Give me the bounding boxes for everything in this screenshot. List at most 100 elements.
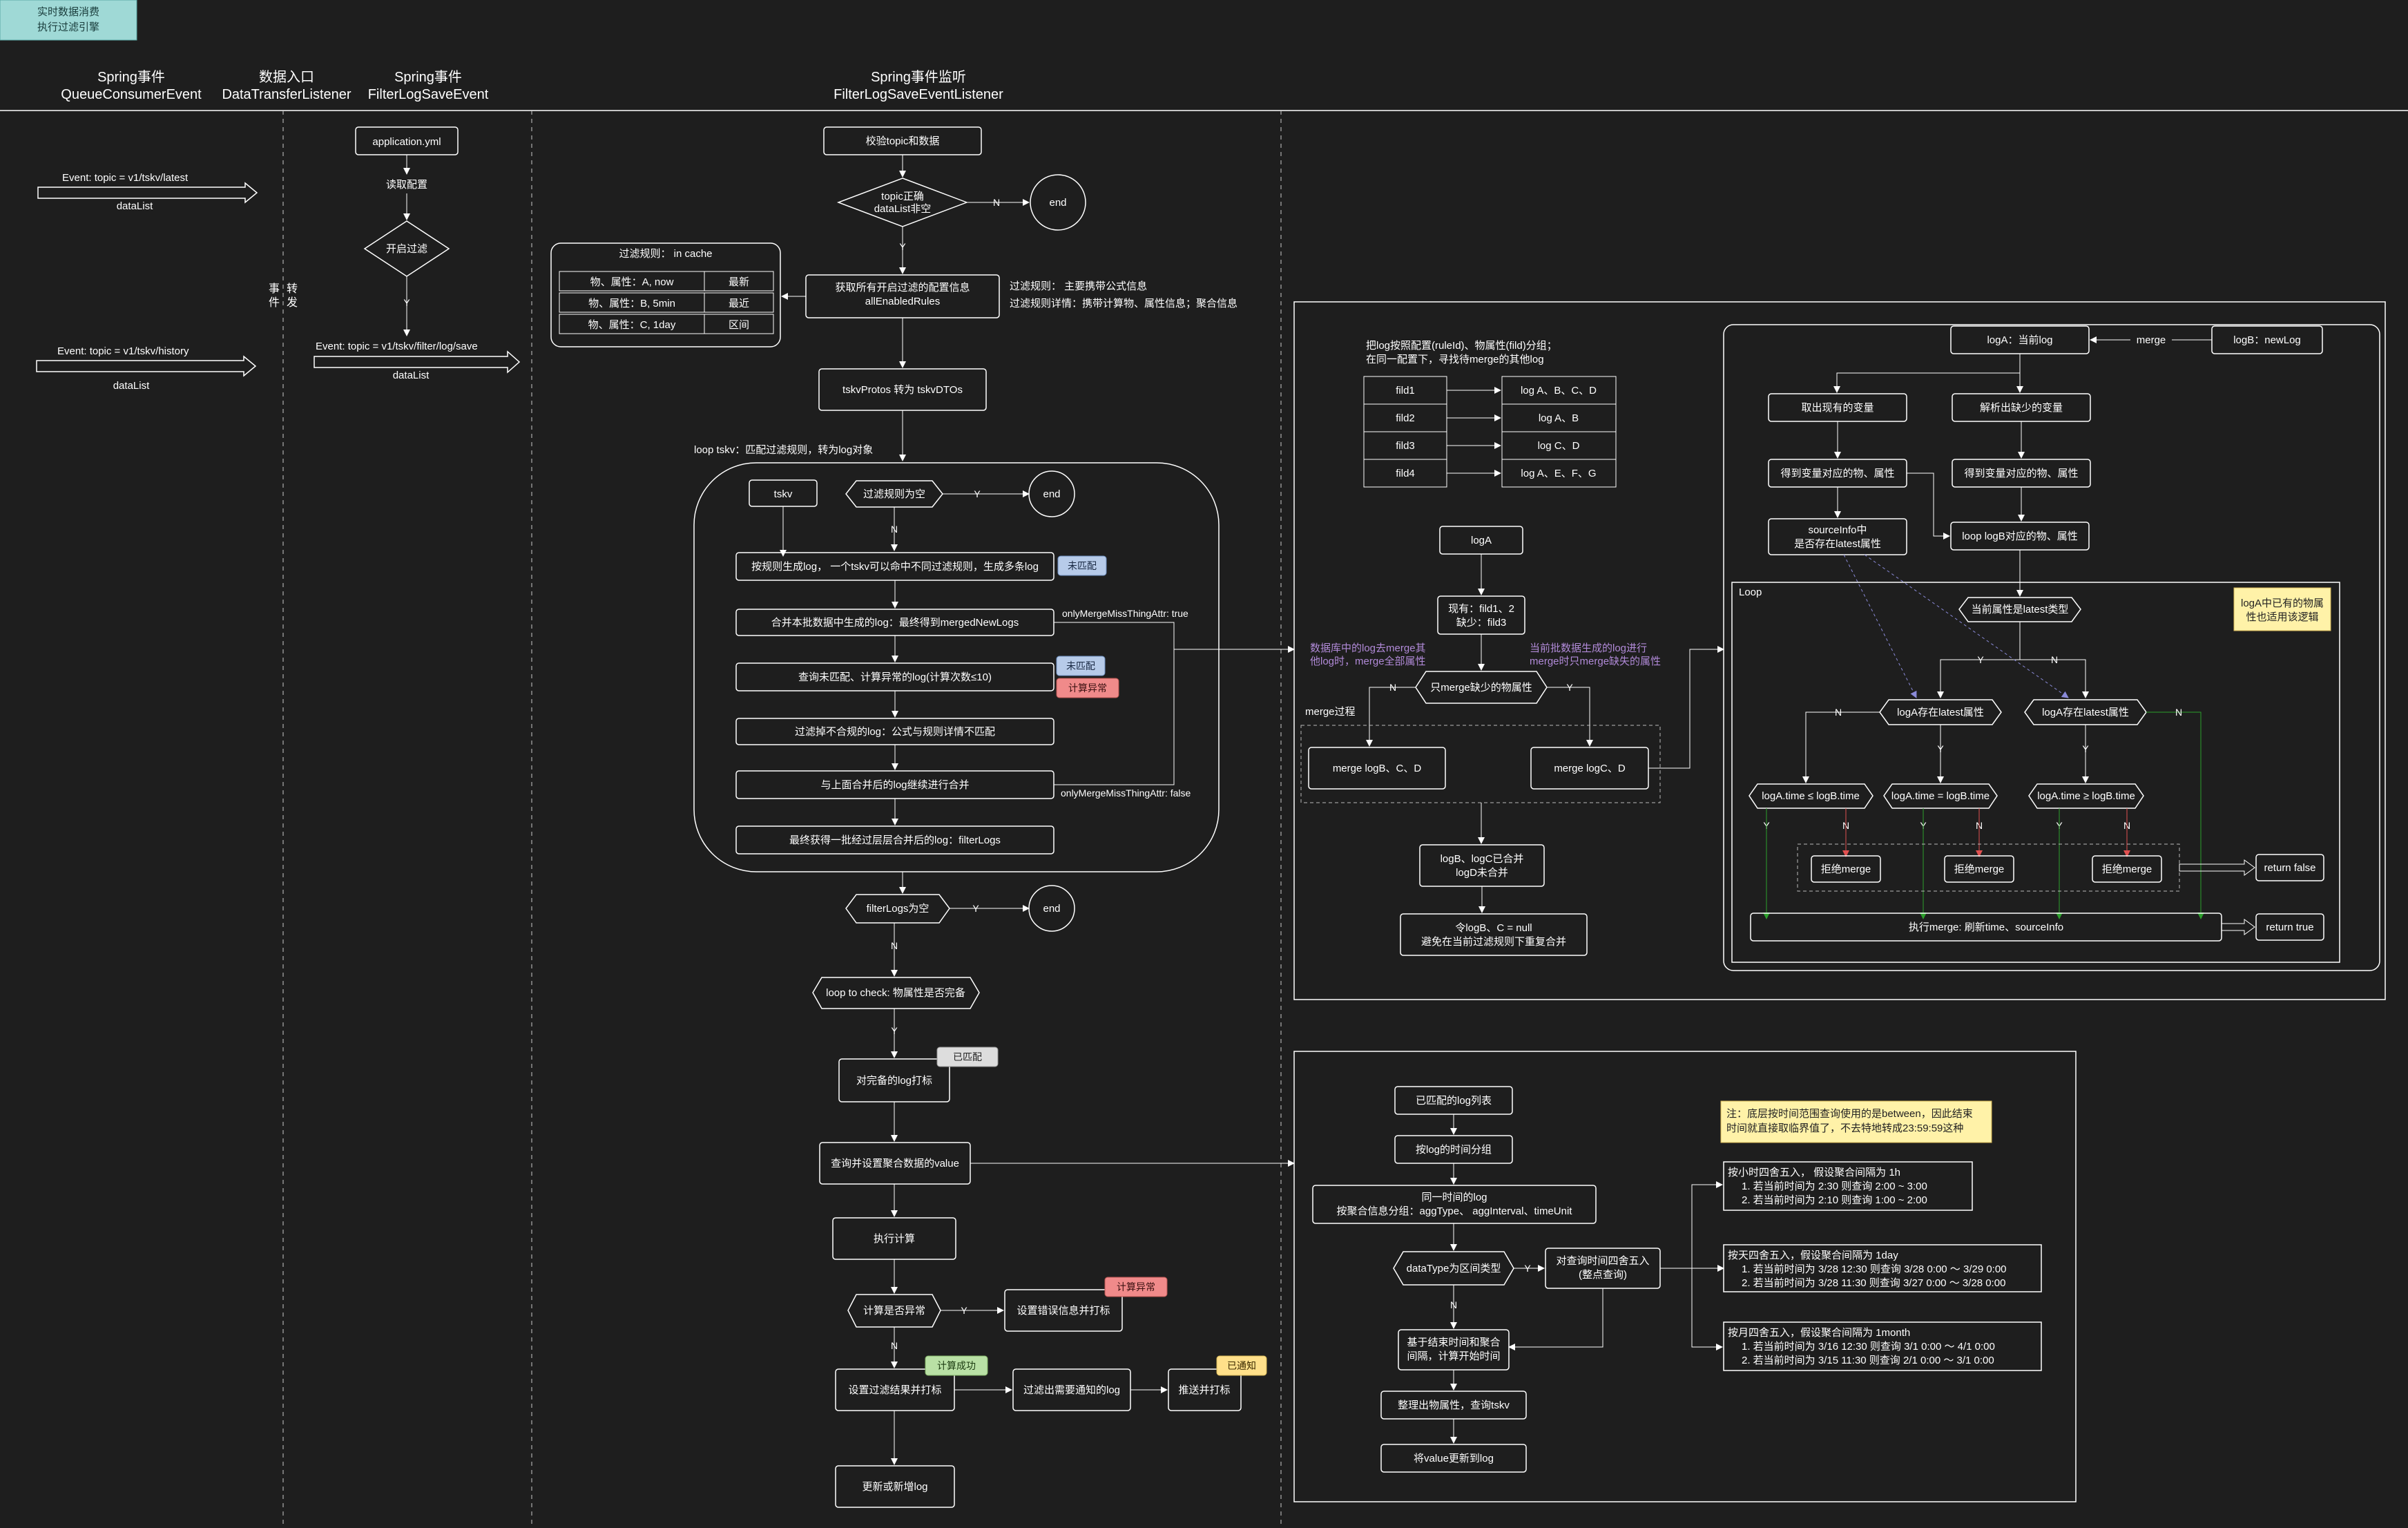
purple-note-left-2: 他log时，merge全部属性 [1310, 655, 1426, 667]
between-note-line1: 注：底层按时间范围查询使用的是between，因此结束 [1726, 1108, 1973, 1120]
loop-container [693, 462, 1220, 872]
read-config-label: 读取配置 [386, 179, 427, 191]
rule-empty-decision [845, 480, 943, 508]
calc-err-yes: Y [961, 1305, 967, 1316]
cur-latest-yes: Y [1977, 654, 1984, 665]
upsert-node [835, 1465, 955, 1508]
thing-attr-label: 得到变量对应的物、属性 [1964, 467, 2078, 479]
thing-attr-label: 得到变量对应的物、属性 [1780, 467, 1894, 479]
reject-label: 拒绝merge [1821, 863, 1871, 875]
topic-check-line2: dataList非空 [874, 203, 932, 215]
filter-empty-decision [845, 894, 950, 924]
group-title-1: 把log按照配置(ruleId)、物属性(fild)分组； [1366, 340, 1557, 352]
topic-check-yes: Y [899, 241, 906, 252]
sticky-line2: 性也适用该逻辑 [2246, 611, 2318, 623]
merge-bcd-node [1308, 747, 1446, 790]
cache-title: 过滤规则： in cache [619, 248, 712, 260]
set-err-node [1004, 1289, 1123, 1332]
event-arrow-latest [37, 182, 258, 204]
rule-empty-no: N [891, 524, 898, 535]
exist-line1: 现有：fild1、2 [1448, 603, 1514, 615]
forward-char-2: 件 [269, 296, 280, 309]
set-null-line2: 避免在当前过滤规则下重复合并 [1421, 935, 1566, 948]
query-unmatched-label: 查询未匹配、计算异常的log(计算次数≤10) [798, 671, 992, 683]
take-existing-label: 取出现有的变量 [1801, 402, 1874, 414]
header-col2-line2: DataTransferListener [222, 87, 351, 102]
round-hour-item: 1. 若当前时间为 2:30 则查询 2:00 ~ 3:00 [1742, 1181, 1927, 1192]
fild-logs: log A、B [1539, 412, 1579, 424]
gen-log-label: 按规则生成log， 一个tskv可以命中不同过滤规则，生成多条log [751, 560, 1039, 573]
filter-notify-label: 过滤出需要通知的log [1023, 1384, 1120, 1396]
convert-label: tskvProtos 转为 tskvDTOs [842, 384, 963, 396]
corner-note-line2: 执行过滤引擎 [37, 21, 99, 33]
mark-complete-label: 对完备的log打标 [856, 1075, 932, 1087]
rule-note-2: 过滤规则详情：携带计算物、属性信息；聚合信息 [1010, 297, 1237, 309]
attr-false-label: onlyMergeMissThingAttr: false [1061, 787, 1191, 799]
set-err-label: 设置错误信息并打标 [1017, 1305, 1110, 1317]
final-logs-label: 最终获得一批经过层层合并后的log：filterLogs [789, 834, 1001, 846]
source-info-line2: 是否存在latest属性 [1794, 538, 1881, 550]
parse-missing-label: 解析出缺少的变量 [1980, 402, 2063, 414]
round-day-item: 2. 若当前时间为 3/28 11:30 则查询 3/27 0:00 ～ 3/2… [1742, 1277, 2005, 1289]
svg-text:最近: 最近 [729, 298, 749, 309]
loop-logB-label: loop logB对应的物、属性 [1962, 530, 2078, 542]
only-merge-label: 只merge缺少的物属性 [1430, 682, 1532, 694]
merged-line2: logD未合并 [1456, 867, 1508, 879]
header-col1-line1: Spring事件 [97, 69, 165, 85]
corner-note [0, 0, 137, 41]
tag-notified [1216, 1355, 1267, 1376]
tag-unmatched [1057, 555, 1107, 576]
tag-calc-ok [925, 1355, 988, 1376]
sticky-line1: logA中已有的物属 [2241, 598, 2324, 609]
update-value-node [1380, 1444, 1527, 1473]
reject-label: 拒绝merge [2102, 863, 2152, 875]
tag-calc-ok-label: 计算成功 [937, 1360, 976, 1371]
forward-char-4: 发 [287, 296, 298, 309]
purple-note-left-1: 数据库中的log去merge其 [1310, 642, 1426, 654]
tag-unmatched-label: 未匹配 [1066, 660, 1095, 671]
forward-char-1: 事 [269, 283, 280, 295]
forward-char-3: 转 [287, 283, 298, 295]
purple-note-right-2: merge时只merge缺失的属性 [1530, 656, 1661, 667]
cmp-label: logA.time ≤ logB.time [1762, 790, 1860, 802]
header-col3-line1: Spring事件 [394, 69, 462, 85]
logB-new-label: logB：newLog [2233, 334, 2301, 346]
tag-matched [936, 1047, 999, 1067]
exec-merge-label: 执行merge: 刷新time、sourceInfo [1909, 921, 2063, 933]
end-label: end [1043, 903, 1060, 915]
tag-unmatched [1056, 656, 1106, 676]
return-false-label: return false [2264, 862, 2315, 874]
same-time-line1: 同一时间的log [1421, 1192, 1487, 1203]
round-hour-title: 按小时四舍五入， 假设聚合间隔为 1h [1728, 1167, 1900, 1178]
cmp-decision [2028, 783, 2144, 809]
only-merge-yes: Y [1566, 682, 1573, 693]
aggregation-panel [1293, 1051, 2077, 1502]
set-result-label: 设置过滤结果并打标 [848, 1384, 941, 1396]
enable-filter-yes: Y [403, 297, 410, 308]
fild-logs: log A、E、F、G [1521, 468, 1596, 479]
loop-box [1731, 582, 2340, 963]
header-col2-line1: 数据入口 [259, 69, 314, 85]
tag-calc-error-label: 计算异常 [1068, 682, 1107, 694]
loop-box-label: Loop [1739, 586, 1762, 598]
cache-panel [550, 242, 781, 347]
group-time-label: 按log的时间分组 [1416, 1144, 1492, 1156]
sort-query-label: 整理出物属性，查询tskv [1398, 1400, 1510, 1411]
topic-check-no: N [993, 197, 1000, 208]
merge-again-label: 与上面合并后的log继续进行合并 [820, 779, 969, 791]
event-history-topic: Event: topic = v1/tskv/history [57, 345, 189, 357]
is-range-yes: Y [1524, 1263, 1531, 1274]
loop-check-yes: Y [891, 1025, 898, 1036]
loop-check-node [812, 977, 980, 1009]
logA-has-no: N [1835, 707, 1842, 718]
matched-list-label: 已匹配的log列表 [1416, 1095, 1492, 1107]
source-info-line1: sourceInfo中 [1808, 524, 1867, 536]
fild-label: fild3 [1396, 440, 1415, 452]
logA-has-yes: Y [2082, 743, 2089, 754]
cache-row: 物、属性：B, 5min 最近 [559, 292, 774, 313]
round-query-line2: (整点查询) [1579, 1269, 1627, 1281]
app-yml-label: application.yml [372, 136, 441, 148]
end-node [1030, 174, 1086, 231]
filter-bad-label: 过滤掉不合规的log：公式与规则详情不匹配 [795, 726, 995, 738]
